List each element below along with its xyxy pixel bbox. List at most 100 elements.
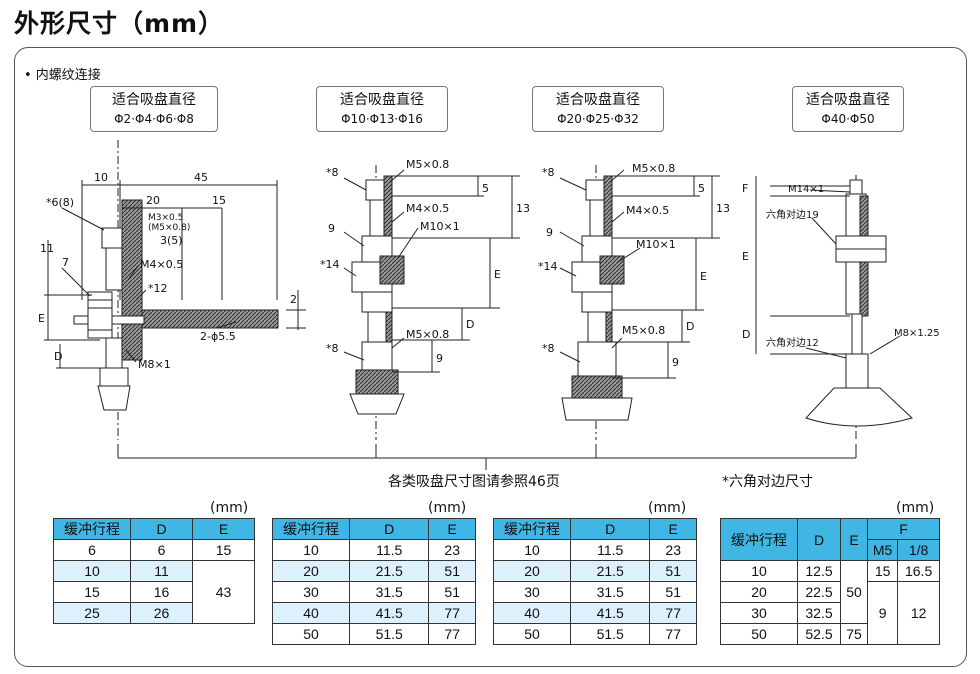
dim-text: M5×0.8 (622, 324, 665, 337)
table-header: F (867, 518, 940, 540)
dim-text: 10 (94, 171, 108, 184)
table-row: 25 26 (53, 602, 255, 624)
table-cell: 15 (192, 539, 255, 561)
dim-text: *6(8) (46, 196, 74, 209)
table-cell: 15 (53, 581, 131, 603)
table-cell: 20 (720, 581, 798, 603)
table-cell: 50 (493, 623, 571, 645)
table-cell: 12.5 (797, 560, 841, 582)
cup-size-box-1: 适合吸盘直径 Φ2·Φ4·Φ6·Φ8 (90, 86, 218, 132)
table-cell: 25 (53, 602, 131, 624)
table-cell: 51 (649, 560, 697, 582)
table-header: E (840, 518, 868, 561)
dim-text: 15 (212, 194, 226, 207)
table-subheader: M5 (866, 539, 899, 561)
table-cell: 10 (272, 539, 350, 561)
table-header: D (348, 518, 430, 540)
table-cell: 21.5 (348, 560, 430, 582)
dim-text: M4×0.5 (140, 258, 183, 271)
table-cell: 20 (272, 560, 350, 582)
table-cell: 10 (720, 560, 798, 582)
table-cell: 9 (866, 581, 899, 645)
table-cell: 30 (272, 581, 350, 603)
dim-text: M8×1 (138, 358, 171, 371)
page-title: 外形尺寸（mm） (14, 9, 225, 38)
cup-size-box-2: 适合吸盘直径 Φ10·Φ13·Φ16 (316, 86, 448, 132)
dim-text: E (742, 250, 749, 263)
table-header: 缓冲行程 (493, 518, 571, 540)
table-cell: 15 (866, 560, 899, 582)
spec-table-1: 缓冲行程 D E 6 6 15 10 11 43 15 16 25 26 (53, 518, 255, 624)
table-cell: 31.5 (569, 581, 651, 603)
table-cell: 11.5 (569, 539, 651, 561)
drawing-ejector-small (44, 140, 306, 440)
table-cell: 51.5 (569, 623, 651, 645)
table-cell: 40 (493, 602, 571, 624)
dim-text: E (38, 312, 45, 325)
table-cell: 10 (493, 539, 571, 561)
cup-size-values: Φ20·Φ25·Φ32 (557, 112, 639, 126)
table-row: 50 52.5 75 (720, 623, 940, 645)
table-cell: 40 (272, 602, 350, 624)
table-header: 缓冲行程 (53, 518, 131, 540)
table-row: 6 6 15 (53, 539, 255, 561)
table-cell: 41.5 (569, 602, 651, 624)
table-cell: 23 (428, 539, 476, 561)
dim-text: M5×0.8 (632, 162, 675, 175)
dim-text: 9 (672, 356, 679, 369)
dim-text: 5 (482, 182, 489, 195)
table-subheader: 1/8 (897, 539, 940, 561)
reference-note: 各类吸盘尺寸图请参照46页 (388, 474, 560, 490)
table-header: D (130, 518, 193, 540)
table-cell: 23 (649, 539, 697, 561)
dim-text: D (54, 350, 62, 363)
cup-size-title: 适合吸盘直径 (806, 92, 890, 108)
dim-text: M3×0.5 (148, 213, 183, 223)
hex-size-note: *六角对边尺寸 (722, 474, 813, 490)
dim-text: 9 (328, 222, 335, 235)
dim-text: M4×0.5 (626, 204, 669, 217)
table-cell: 51 (428, 560, 476, 582)
drawing-ejector-xlarge (755, 175, 913, 440)
dim-text: M5×0.8 (406, 158, 449, 171)
table-cell: 16.5 (897, 560, 940, 582)
table-cell: 6 (130, 539, 193, 561)
table-cell: 41.5 (348, 602, 430, 624)
unit-label: (mm) (896, 500, 935, 516)
dim-text: 7 (62, 256, 69, 269)
table-cell: 31.5 (348, 581, 430, 603)
dim-text: E (700, 270, 707, 283)
table-cell: 30 (720, 602, 798, 624)
dim-text: 六角对边19 (766, 208, 819, 221)
dim-text: *14 (538, 260, 558, 273)
cup-size-values: Φ10·Φ13·Φ16 (341, 112, 423, 126)
table-cell: 51 (649, 581, 697, 603)
table-cell: 50 (840, 560, 868, 624)
dim-text: *8 (542, 342, 555, 355)
table-cell: 22.5 (797, 581, 841, 603)
table-cell: 20 (493, 560, 571, 582)
dim-text: 2-ϕ5.5 (200, 330, 236, 343)
dim-text: 13 (516, 202, 530, 215)
table-cell: 11.5 (348, 539, 430, 561)
dim-text: *8 (326, 166, 339, 179)
table-cell: 11 (130, 560, 193, 582)
table-cell: 30 (493, 581, 571, 603)
unit-label: (mm) (428, 500, 467, 516)
dim-text: D (742, 328, 750, 341)
table-cell: 51.5 (348, 623, 430, 645)
cup-size-title: 适合吸盘直径 (556, 92, 640, 108)
table-row: 20 22.5 9 12 (720, 581, 940, 645)
cup-size-values: Φ2·Φ4·Φ6·Φ8 (114, 112, 194, 126)
section-label: • 内螺纹连接 (24, 68, 101, 83)
table-cell: 77 (428, 623, 476, 645)
dim-text: 20 (146, 194, 160, 207)
table-cell: 77 (649, 602, 697, 624)
dim-text: 9 (546, 226, 553, 239)
table-cell: 50 (720, 623, 798, 645)
